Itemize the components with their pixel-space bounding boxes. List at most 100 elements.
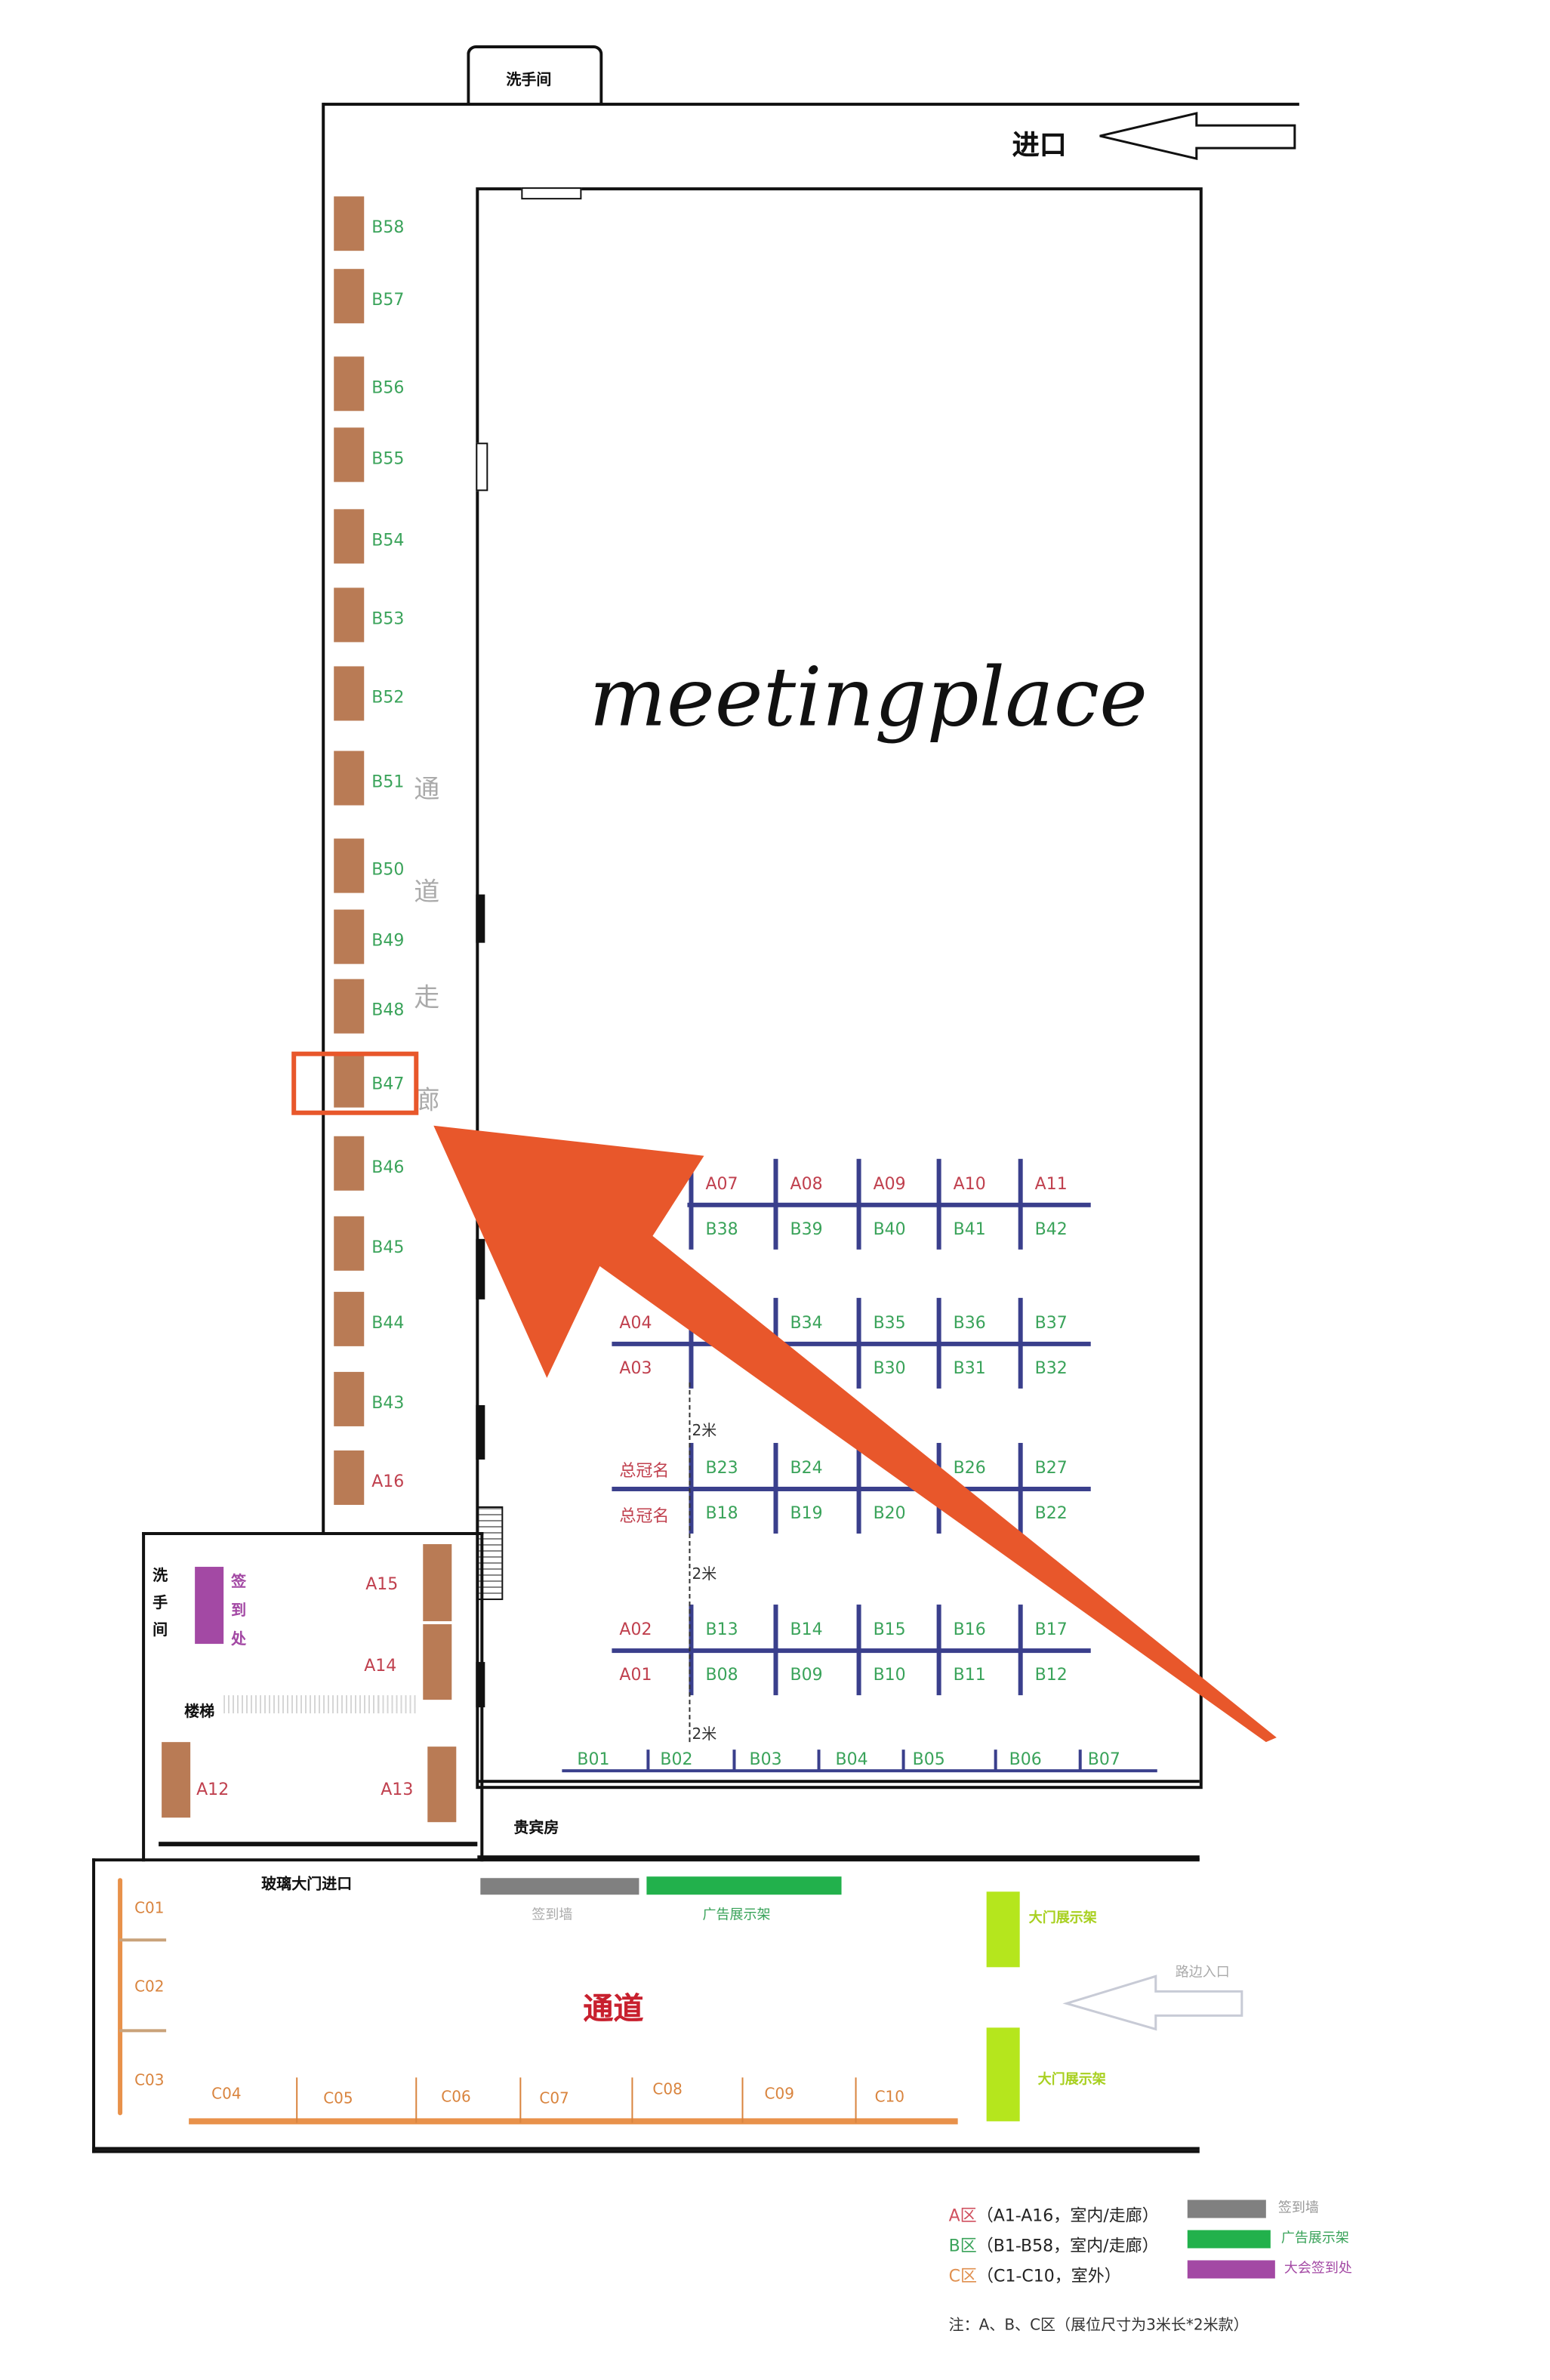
booth-总冠名[interactable]: 总冠名 (619, 1460, 670, 1481)
booth-B11[interactable]: B11 (953, 1665, 986, 1685)
booth-label: B54 (371, 530, 405, 550)
booth-A14[interactable] (423, 1624, 452, 1700)
booth-B58[interactable] (334, 196, 365, 251)
booth-A04[interactable]: A04 (619, 1312, 652, 1333)
booth-C09[interactable]: C09 (764, 2086, 794, 2104)
grid-divider (936, 1605, 941, 1696)
booth-B13[interactable]: B13 (705, 1620, 738, 1640)
signin-wall (480, 1878, 639, 1895)
booth-C02[interactable]: C02 (134, 1979, 165, 1996)
booth-B30[interactable]: B30 (873, 1358, 906, 1378)
booth-B41[interactable]: B41 (953, 1219, 986, 1239)
booth-B49[interactable] (334, 909, 365, 964)
booth-C05[interactable]: C05 (323, 2091, 353, 2108)
booth-B06[interactable]: B06 (1009, 1750, 1042, 1770)
booth-B12[interactable]: B12 (1034, 1665, 1068, 1685)
booth-B35[interactable]: B35 (873, 1312, 906, 1333)
booth-B52[interactable] (334, 666, 365, 721)
corridor-char: 走 (414, 983, 440, 1014)
booth-B10[interactable]: B10 (873, 1665, 906, 1685)
booth-B42[interactable]: B42 (1034, 1219, 1068, 1239)
booth-B50[interactable] (334, 838, 365, 893)
booth-B15[interactable]: B15 (873, 1620, 906, 1640)
booth-B18[interactable]: B18 (705, 1503, 738, 1524)
booth-C01[interactable]: C01 (134, 1901, 165, 1918)
booth-B34[interactable]: B34 (790, 1312, 823, 1333)
booth-B05[interactable]: B05 (912, 1750, 945, 1770)
booth-A09[interactable]: A09 (873, 1173, 906, 1194)
c-zone-divider (741, 2077, 744, 2123)
grid-divider (1018, 1442, 1023, 1534)
booth-B32[interactable]: B32 (1034, 1358, 1068, 1378)
booth-B01[interactable]: B01 (577, 1750, 610, 1770)
booth-B09[interactable]: B09 (790, 1665, 823, 1685)
booth-B08[interactable]: B08 (705, 1665, 738, 1685)
booth-B02[interactable]: B02 (660, 1750, 693, 1770)
booth-C04[interactable]: C04 (211, 2086, 242, 2104)
booth-B14[interactable]: B14 (790, 1620, 823, 1640)
booth-B37[interactable]: B37 (1034, 1312, 1068, 1333)
booth-B31[interactable]: B31 (953, 1358, 986, 1378)
booth-B23[interactable]: B23 (705, 1457, 738, 1478)
booth-C10[interactable]: C10 (874, 2089, 905, 2107)
grid-divider (856, 1297, 861, 1389)
washroom-top-label: 洗手间 (506, 72, 552, 90)
c-zone-divider (855, 2077, 857, 2123)
booth-A01[interactable]: A01 (619, 1665, 652, 1685)
booth-B22[interactable]: B22 (1034, 1503, 1068, 1524)
booth-B36[interactable]: B36 (953, 1312, 986, 1333)
booth-B39[interactable]: B39 (790, 1219, 823, 1239)
booth-B07[interactable]: B07 (1087, 1750, 1120, 1770)
booth-B03[interactable]: B03 (749, 1750, 782, 1770)
booth-C07[interactable]: C07 (539, 2091, 569, 2108)
booth-A16[interactable] (334, 1450, 365, 1505)
booth-B51[interactable] (334, 751, 365, 806)
booth-B47[interactable] (334, 1053, 365, 1108)
booth-A13[interactable] (427, 1746, 457, 1823)
booth-A03[interactable]: A03 (619, 1358, 652, 1378)
legend-zone-desc: （C1-C10，室外） (977, 2266, 1121, 2286)
washroom-top (467, 45, 603, 106)
booth-A10[interactable]: A10 (953, 1173, 986, 1194)
booth-label: B52 (371, 687, 405, 708)
booth-B24[interactable]: B24 (790, 1457, 823, 1478)
booth-B43[interactable] (334, 1371, 365, 1426)
booth-B48[interactable] (334, 979, 365, 1034)
booth-B57[interactable] (334, 269, 365, 324)
booth-B54[interactable] (334, 509, 365, 564)
c-zone-left-line (118, 1878, 123, 2116)
booth-B17[interactable]: B17 (1034, 1620, 1068, 1640)
booth-B45[interactable] (334, 1216, 365, 1271)
corridor-left-wall (322, 103, 325, 1536)
booth-B55[interactable] (334, 427, 365, 482)
ad-rack-label: 广告展示架 (702, 1908, 771, 1924)
booth-label: B51 (371, 772, 405, 792)
booth-A11[interactable]: A11 (1034, 1173, 1068, 1194)
venue-title: meetingplace (589, 649, 1148, 745)
booth-B44[interactable] (334, 1291, 365, 1346)
grid-divider (936, 1297, 941, 1389)
booth-B26[interactable]: B26 (953, 1457, 986, 1478)
booth-B19[interactable]: B19 (790, 1503, 823, 1524)
booth-A12[interactable] (162, 1742, 191, 1818)
booth-A02[interactable]: A02 (619, 1620, 652, 1640)
booth-C08[interactable]: C08 (652, 2082, 683, 2099)
lobby-inner-wall (159, 1842, 478, 1847)
booth-B27[interactable]: B27 (1034, 1457, 1068, 1478)
booth-B40[interactable]: B40 (873, 1219, 906, 1239)
booth-A15[interactable] (423, 1544, 452, 1622)
booth-B38[interactable]: B38 (705, 1219, 738, 1239)
booth-B53[interactable] (334, 587, 365, 643)
booth-C06[interactable]: C06 (441, 2089, 471, 2107)
booth-总冠名[interactable]: 总冠名 (619, 1506, 670, 1527)
booth-B20[interactable]: B20 (873, 1503, 906, 1524)
booth-B56[interactable] (334, 356, 365, 412)
legend-swatch (1187, 2200, 1266, 2218)
booth-A08[interactable]: A08 (790, 1173, 823, 1194)
booth-B04[interactable]: B04 (835, 1750, 868, 1770)
booth-C03[interactable]: C03 (134, 2073, 165, 2090)
booth-B16[interactable]: B16 (953, 1620, 986, 1640)
booth-B46[interactable] (334, 1136, 365, 1191)
booth-A07[interactable]: A07 (705, 1173, 738, 1194)
